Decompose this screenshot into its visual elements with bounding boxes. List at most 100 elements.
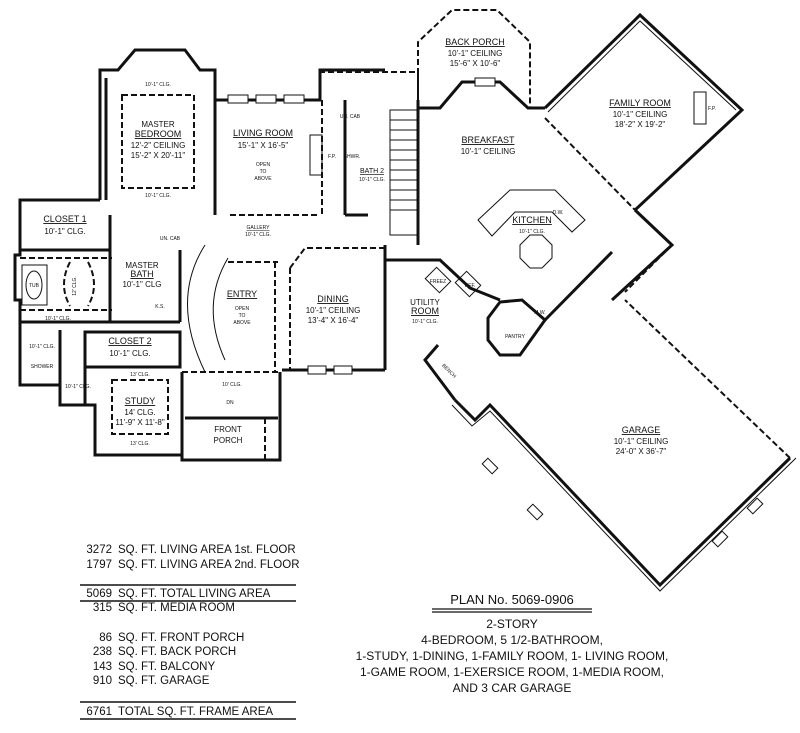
svg-text:BREAKFAST: BREAKFAST [461,135,515,145]
svg-text:10' CLG.: 10' CLG. [222,382,242,388]
left-wing-wall [13,198,182,457]
svg-text:F.P.: F.P. [328,154,336,160]
svg-text:10'-1" CLG.: 10'-1" CLG. [145,82,171,88]
room-dining: DINING 10'-1" CEILING 13'-4" X 16'-4" [306,294,361,325]
svg-text:5069: 5069 [86,588,112,600]
svg-text:SHOWER: SHOWER [31,364,54,370]
svg-text:D.W.: D.W. [553,210,564,216]
svg-text:15'-1" X 16'-5": 15'-1" X 16'-5" [238,141,289,150]
svg-text:10'-1" CLG.: 10'-1" CLG. [44,227,85,236]
svg-text:TO: TO [239,313,246,319]
room-breakfast: BREAKFAST 10'-1" CEILING [461,135,516,156]
svg-text:10'-1" CLG.: 10'-1" CLG. [45,316,71,322]
kitchen-island [477,189,586,237]
svg-text:24'-0" X 36'-7": 24'-0" X 36'-7" [616,447,667,456]
room-closet-1: CLOSET 1 10'-1" CLG. [43,214,86,236]
svg-text:SQ. FT. LIVING AREA 1st. FLOOR: SQ. FT. LIVING AREA 1st. FLOOR [118,544,296,556]
svg-text:10'-1" CLG.: 10'-1" CLG. [359,177,385,183]
room-kitchen: KITCHEN 10'-1" CLG. D.W. M.W. [512,210,563,316]
svg-text:15'-6" X 10'-6": 15'-6" X 10'-6" [450,59,501,68]
room-entry: ENTRY OPEN TO ABOVE [227,289,257,326]
svg-text:910: 910 [93,675,112,687]
svg-text:UTILITY: UTILITY [410,298,440,307]
svg-text:LIVING ROOM: LIVING ROOM [233,128,293,138]
svg-text:13' CLG.: 13' CLG. [130,372,150,378]
svg-text:KITCHEN: KITCHEN [512,215,552,225]
garage-wall [453,398,792,588]
svg-text:SQ. FT. BALCONY: SQ. FT. BALCONY [118,661,215,673]
room-bath-2: BATH 2 10'-1" CLG. UN. CAB F.P. SHWR. [328,114,385,183]
svg-text:FAMILY ROOM: FAMILY ROOM [609,98,671,108]
svg-text:10'-1" CEILING: 10'-1" CEILING [614,437,669,446]
svg-text:10'-1" CLG.: 10'-1" CLG. [109,349,150,358]
svg-text:BEDROOM: BEDROOM [135,129,182,139]
svg-text:3272: 3272 [86,544,112,556]
curved-stair-outer [187,244,206,373]
family-room-wall [543,12,745,212]
svg-text:DN: DN [226,400,234,406]
svg-text:86: 86 [99,632,112,644]
svg-text:SQ. FT. BACK PORCH: SQ. FT. BACK PORCH [118,646,236,658]
svg-text:18'-2" X 19'-2": 18'-2" X 19'-2" [615,120,666,129]
room-master-bath: MASTER BATH 10'-1" CLG TUB 12' CLG. 10'-… [29,236,181,322]
svg-text:SHWR.: SHWR. [344,154,361,160]
svg-text:14' CLG.: 14' CLG. [124,408,155,417]
svg-text:6761: 6761 [86,706,112,718]
svg-text:238: 238 [93,646,112,658]
svg-text:TO: TO [260,169,267,175]
area-table: 3272 SQ. FT. LIVING AREA 1st. FLOOR 1797… [80,544,300,720]
room-labels: MASTER BEDROOM 12'-2" CEILING 15'-2" X 2… [29,37,716,456]
svg-text:CLOSET 1: CLOSET 1 [43,214,86,224]
svg-text:GALLERY: GALLERY [247,225,271,231]
pantry-wall [486,298,548,357]
svg-text:STUDY: STUDY [125,396,156,406]
svg-text:SQ. FT. FRONT PORCH: SQ. FT. FRONT PORCH [118,632,244,644]
room-closet-2: CLOSET 2 10'-1" CLG. [108,336,151,358]
svg-text:BENCH: BENCH [440,363,457,380]
svg-text:UN. CAB: UN. CAB [340,114,361,120]
room-shower: 10'-1" CLG. SHOWER [29,344,55,370]
master-bath-ceiling-arc-left [63,261,71,307]
room-gallery: GALLERY 10'-1" CLG. [245,225,271,238]
svg-text:10'-1" CEILING: 10'-1" CEILING [461,147,516,156]
room-study: STUDY 14' CLG. 11'-9" X 11'-8" 13' CLG. … [65,372,165,447]
walls [13,9,797,592]
svg-text:ROOM: ROOM [411,306,439,316]
room-back-porch: BACK PORCH 10'-1" CEILING 15'-6" X 10'-6… [445,37,505,68]
svg-text:M.W.: M.W. [534,310,545,316]
svg-text:BATH 2: BATH 2 [360,168,384,175]
svg-text:GARAGE: GARAGE [622,425,661,435]
svg-text:SQ. FT. MEDIA ROOM: SQ. FT. MEDIA ROOM [118,602,235,614]
plan-info: PLAN No. 5069-0906 2-STORY 4-BEDROOM, 5 … [356,592,669,695]
svg-text:10'-1" CEILING: 10'-1" CEILING [613,110,668,119]
svg-text:12'-2" CEILING: 12'-2" CEILING [131,141,186,150]
svg-text:10'-1" CLG.: 10'-1" CLG. [519,229,545,235]
room-family-room: FAMILY ROOM 10'-1" CEILING 18'-2" X 19'-… [609,98,716,129]
svg-text:10'-1" CLG.: 10'-1" CLG. [145,193,171,199]
svg-text:15'-2" X 20'-11": 15'-2" X 20'-11" [131,151,186,160]
svg-text:UN. CAB: UN. CAB [160,236,181,242]
svg-text:F.P.: F.P. [708,106,716,112]
curved-stair-inner [212,257,229,361]
svg-text:1-GAME ROOM, 1-EXERSICE ROOM,: 1-GAME ROOM, 1-EXERSICE ROOM, 1-MEDIA RO… [360,665,664,679]
svg-text:SQ. FT. GARAGE: SQ. FT. GARAGE [118,675,210,687]
master-bath-12-ceiling-label: 12' CLG. [72,276,78,296]
plan-number: PLAN No. 5069-0906 [450,592,574,607]
study-tray-ceiling [111,379,169,435]
svg-text:OPEN: OPEN [235,306,250,312]
svg-text:4-BEDROOM, 5 1/2-BATHROOM,: 4-BEDROOM, 5 1/2-BATHROOM, [421,633,603,647]
svg-text:PANTRY: PANTRY [505,334,525,340]
svg-text:11'-9" X 11'-8": 11'-9" X 11'-8" [115,418,165,427]
svg-text:1-STUDY, 1-DINING, 1-FAMILY RO: 1-STUDY, 1-DINING, 1-FAMILY ROOM, 1- LIV… [356,649,669,663]
svg-text:TOTAL SQ. FT. FRAME AREA: TOTAL SQ. FT. FRAME AREA [118,706,273,718]
svg-text:315: 315 [93,602,112,614]
svg-text:FREEZ: FREEZ [430,279,446,285]
svg-text:10'-1" CLG: 10'-1" CLG [122,280,161,289]
master-bedroom-tray-ceiling [121,94,195,189]
tub [21,264,48,306]
svg-text:K.S.: K.S. [155,304,164,310]
svg-text:10'-1" CEILING: 10'-1" CEILING [306,306,361,315]
svg-text:SQ. FT. LIVING AREA 2nd. FLOOR: SQ. FT. LIVING AREA 2nd. FLOOR [118,559,300,571]
svg-text:SQ. FT. TOTAL LIVING AREA: SQ. FT. TOTAL LIVING AREA [118,588,271,600]
